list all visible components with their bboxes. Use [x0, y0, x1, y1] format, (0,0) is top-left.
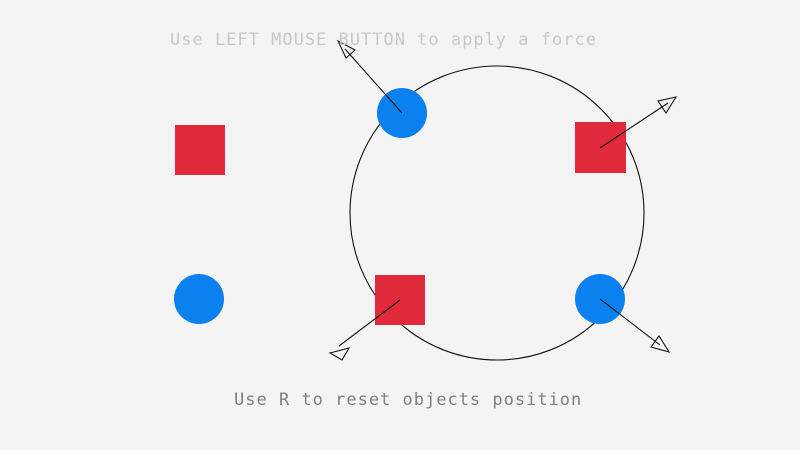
force-vector-square-bottom-middle	[328, 299, 401, 361]
hint-reset-objects: Use R to reset objects position	[234, 390, 583, 410]
force-vector-circle-top-middle	[336, 39, 403, 114]
force-vector-circle-bottom-right	[599, 298, 671, 353]
force-vector-square-top-right	[599, 96, 678, 149]
hint-apply-force: Use LEFT MOUSE BUTTON to apply a force	[170, 30, 597, 50]
circle-bottom-left[interactable]	[174, 274, 224, 324]
square-top-left[interactable]	[175, 125, 225, 175]
boundary-circle	[349, 65, 645, 361]
